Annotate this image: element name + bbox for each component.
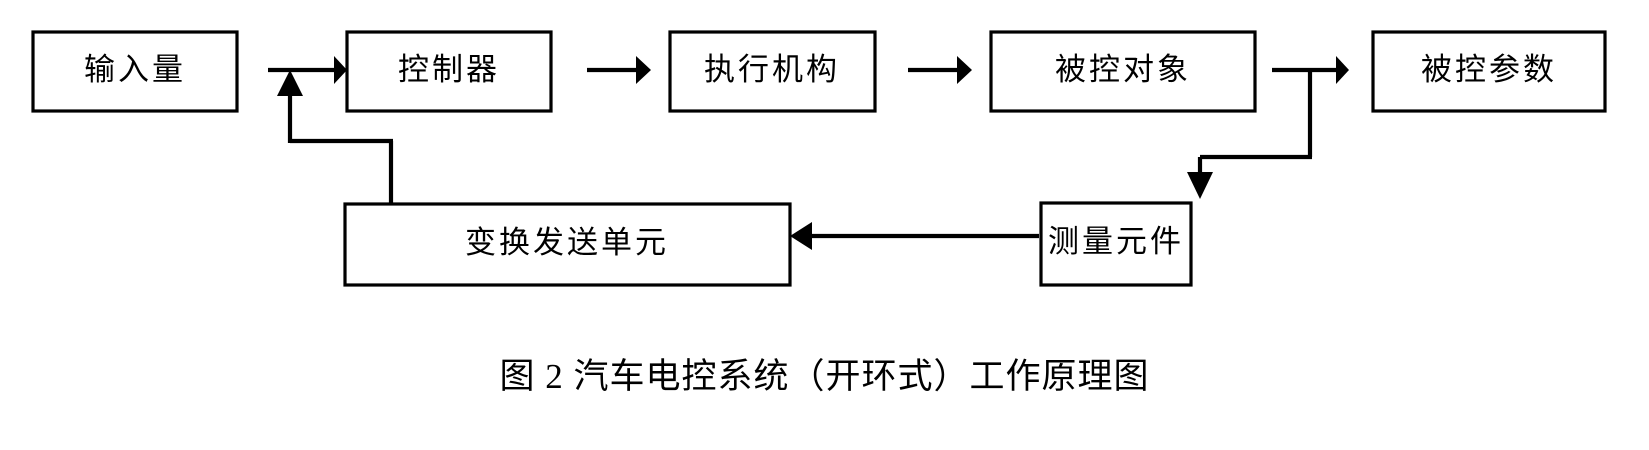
connector-plant-to-sensor	[1187, 70, 1313, 199]
node-controller[interactable]: 控制器	[345, 30, 553, 113]
node-box-transmit[interactable]	[343, 202, 792, 287]
node-label-input: 输入量	[84, 52, 186, 87]
node-box-parameter[interactable]	[1371, 30, 1607, 113]
connector-controller-to-actuator	[587, 56, 651, 84]
arrowhead-right-to-parameter	[1336, 56, 1349, 84]
connector-plant-to-parameter	[1272, 56, 1349, 84]
connector-actuator-to-plant	[908, 56, 972, 84]
node-input[interactable]: 输入量	[31, 30, 239, 113]
node-label-sensor: 测量元件	[1048, 224, 1184, 259]
node-actuator[interactable]: 执行机构	[668, 30, 877, 113]
arrowhead-down-to-sensor	[1187, 172, 1213, 199]
arrowhead-left-to-transmit	[790, 222, 812, 250]
node-label-actuator: 执行机构	[704, 52, 840, 87]
arrowhead-right-to-actuator	[636, 56, 651, 84]
connector-input-to-controller	[268, 56, 347, 84]
node-box-sensor[interactable]	[1039, 201, 1193, 287]
node-box-actuator[interactable]	[668, 30, 877, 113]
node-box-controller[interactable]	[345, 30, 553, 113]
figure-caption: 图 2 汽车电控系统（开环式）工作原理图	[499, 357, 1150, 396]
node-box-plant[interactable]	[989, 30, 1257, 113]
arrowhead-right-to-plant	[957, 56, 972, 84]
arrowhead-up-summing-junction	[277, 70, 303, 96]
node-sensor[interactable]: 测量元件	[1039, 201, 1193, 287]
node-label-parameter: 被控参数	[1421, 52, 1557, 87]
node-box-input[interactable]	[31, 30, 239, 113]
connector-feedback-summing	[277, 70, 394, 204]
node-label-plant: 被控对象	[1055, 52, 1191, 87]
connector-sensor-to-transmit	[790, 222, 1039, 250]
node-label-transmit: 变换发送单元	[465, 225, 669, 260]
arrowhead-right-to-controller	[334, 56, 347, 84]
node-transmit[interactable]: 变换发送单元	[343, 202, 792, 287]
node-plant[interactable]: 被控对象	[989, 30, 1257, 113]
node-parameter[interactable]: 被控参数	[1371, 30, 1607, 113]
node-label-controller: 控制器	[398, 52, 500, 87]
